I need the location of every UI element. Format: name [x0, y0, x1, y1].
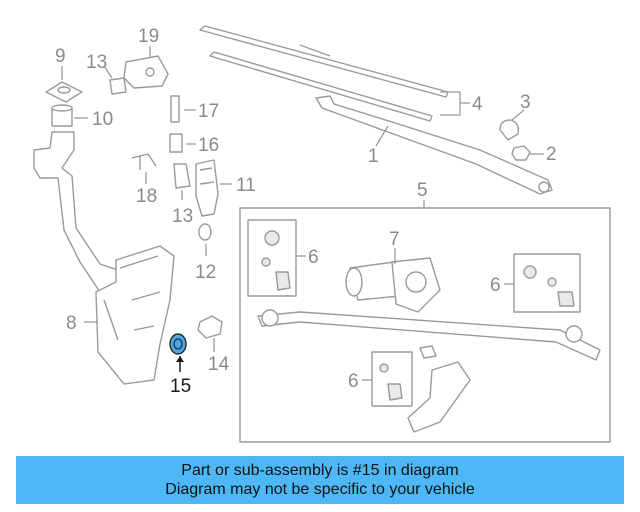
callout-16: 16 [198, 135, 219, 156]
callout-15: 15 [170, 376, 191, 397]
check-valve-part [170, 95, 180, 123]
callout-2: 2 [546, 144, 557, 165]
callout-18: 18 [136, 186, 157, 207]
callout-13a: 13 [86, 52, 107, 73]
highlighted-part-15[interactable] [169, 333, 187, 355]
banner-line-1: Part or sub-assembly is #15 in diagram [181, 462, 459, 479]
callout-9: 9 [55, 46, 66, 67]
callout-14: 14 [208, 354, 230, 375]
wiper-arm-part [315, 95, 553, 195]
arm-cap-part [499, 119, 520, 141]
level-sensor-part [197, 315, 223, 339]
washer-reservoir-part [33, 131, 175, 385]
callout-6a: 6 [308, 247, 319, 268]
callout-6c: 6 [348, 371, 359, 392]
banner-line-2: Diagram may not be specific to your vehi… [165, 481, 475, 498]
hose-joint-part [131, 153, 157, 170]
bracket-part [407, 361, 471, 433]
pump-seal-part [198, 223, 212, 241]
callout-11: 11 [236, 175, 256, 196]
arm-nut-part [511, 145, 531, 161]
wiper-blade-part [199, 25, 449, 122]
info-banner: Part or sub-assembly is #15 in diagram D… [16, 456, 624, 504]
callout-6b: 6 [490, 275, 501, 296]
callout-19: 19 [138, 26, 159, 47]
hose-part [169, 133, 183, 153]
callout-13b: 13 [172, 206, 193, 227]
callout-17: 17 [198, 101, 219, 122]
wiper-motor-part [345, 257, 441, 313]
callout-5: 5 [417, 180, 428, 201]
callout-7: 7 [389, 229, 400, 250]
washer-nozzle-part [123, 55, 169, 89]
parts-diagram: 4 1 3 2 5 6 7 6 6 [33, 25, 611, 443]
connector-top-part [109, 77, 127, 95]
callout-1: 1 [368, 146, 379, 167]
wiper-linkage-part [257, 309, 601, 361]
callout-8: 8 [66, 313, 77, 334]
callout-12: 12 [195, 262, 216, 283]
callout-4: 4 [472, 94, 483, 115]
callout-3: 3 [520, 92, 531, 113]
washer-pump-part [195, 159, 219, 217]
grommet-part [173, 163, 191, 189]
callout-10: 10 [92, 109, 113, 130]
